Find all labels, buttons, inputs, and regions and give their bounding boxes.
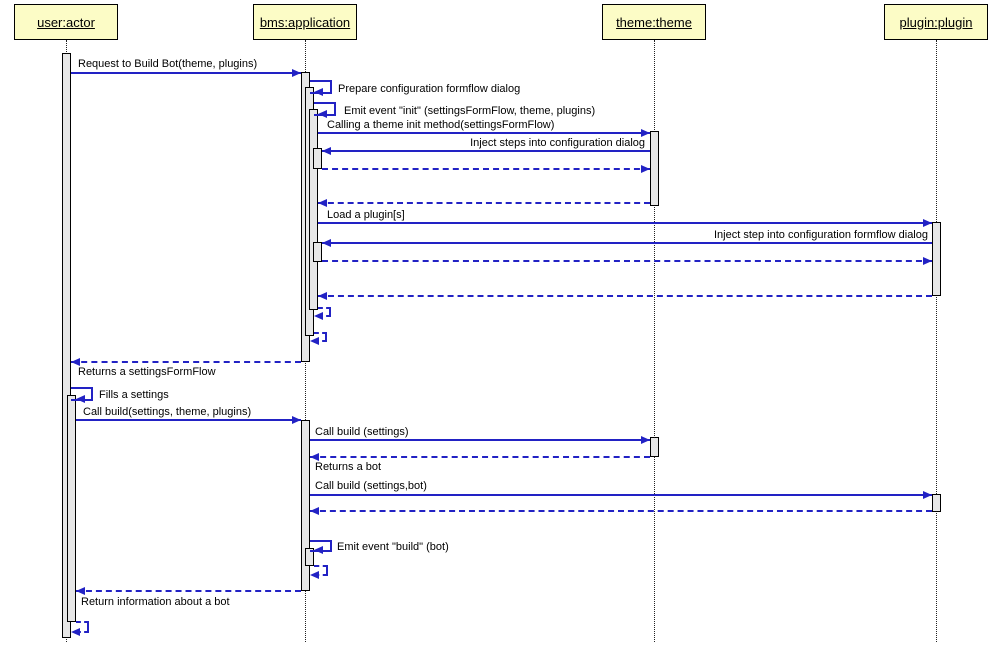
arrowhead-icon [641,165,650,173]
msg-label-request-build-bot: Request to Build Bot(theme, plugins) [78,58,258,70]
arrowhead-icon [310,453,319,461]
msg-line-return-to-plugin [322,260,932,262]
activation-theme-init [650,131,659,206]
activation-bms-outer-2 [301,420,310,591]
activation-user-nested [67,395,76,622]
participant-label: plugin:plugin [899,14,973,30]
arrowhead-icon [923,219,932,227]
arrowhead-icon [310,337,319,345]
msg-selfreturn-emit-init [318,307,331,317]
msg-line-theme-init [318,132,650,134]
arrowhead-icon [322,239,331,247]
msg-label-call-build-settings-bot: Call build (settings,bot) [315,480,427,492]
msg-label-inject-steps: Inject steps into configuration dialog [470,137,645,149]
msg-label-emit-build: Emit event "build" (bot) [337,541,449,553]
arrowhead-icon [641,129,650,137]
arrowhead-icon [292,69,301,77]
activation-plugin-build [932,494,941,512]
msg-line-returns-a-bot [310,456,650,458]
participant-bms-application: bms:application [253,4,357,40]
participant-label: theme:theme [616,14,692,30]
msg-line-call-build-settings-bot [310,494,932,496]
msg-selfreturn-emit-build [314,565,328,576]
arrowhead-icon [310,507,319,515]
msg-line-return-build-plugin [310,510,932,512]
activation-user-outer [62,53,71,638]
msg-line-return-from-plugin [318,295,932,297]
msg-label-call-build-settings: Call build (settings) [315,426,409,438]
arrowhead-icon [76,587,85,595]
msg-label-theme-init: Calling a theme init method(settingsForm… [327,119,555,131]
msg-label-returns-settingsformflow: Returns a settingsFormFlow [78,366,216,378]
activation-bms-inject-plugin [313,242,322,262]
participant-label: user:actor [37,14,95,30]
msg-label-inject-step: Inject step into configuration formflow … [713,229,928,241]
msg-line-call-build [76,419,301,421]
msg-label-emit-init: Emit event "init" (settingsFormFlow, the… [344,105,596,117]
arrowhead-icon [641,436,650,444]
lifeline-plugin [936,40,937,642]
activation-bms-inject-theme [313,148,322,169]
msg-line-load-plugin [318,222,932,224]
msg-label-load-plugin: Load a plugin[s] [327,209,405,221]
msg-line-call-build-settings [310,439,650,441]
activation-plugin-load [932,222,941,296]
arrowhead-icon [76,395,85,403]
msg-line-inject-steps [322,150,650,152]
msg-label-prepare: Prepare configuration formflow dialog [338,83,521,95]
arrowhead-icon [318,199,327,207]
arrowhead-icon [314,88,323,96]
participant-user-actor: user:actor [14,4,118,40]
arrowhead-icon [71,628,80,636]
activation-theme-build [650,437,659,457]
msg-selfreturn-user [76,621,89,633]
arrowhead-icon [923,257,932,265]
arrowhead-icon [71,358,80,366]
arrowhead-icon [322,147,331,155]
arrowhead-icon [314,546,323,554]
lifeline-theme [654,40,655,642]
arrowhead-icon [310,571,319,579]
participant-plugin-plugin: plugin:plugin [884,4,988,40]
msg-line-return-from-theme [318,202,650,204]
arrowhead-icon [292,416,301,424]
arrowhead-icon [314,312,323,320]
msg-line-return-bot-info [76,590,301,592]
arrowhead-icon [318,110,327,118]
msg-line-return-to-theme [322,168,650,170]
activation-bms-emit-build [305,548,314,566]
msg-label-fills-settings: Fills a settings [99,389,169,401]
msg-line-inject-step [322,242,932,244]
msg-label-returns-a-bot: Returns a bot [315,461,382,473]
arrowhead-icon [318,292,327,300]
msg-line-request-build-bot [71,72,301,74]
msg-label-call-build: Call build(settings, theme, plugins) [83,406,252,418]
msg-selfreturn-prepare [314,332,327,342]
participant-label: bms:application [259,14,351,30]
msg-label-return-bot-info: Return information about a bot [81,596,230,608]
activation-bms-emit-init [309,109,318,310]
participant-theme-theme: theme:theme [602,4,706,40]
msg-line-returns-settingsformflow [71,361,301,363]
arrowhead-icon [923,491,932,499]
